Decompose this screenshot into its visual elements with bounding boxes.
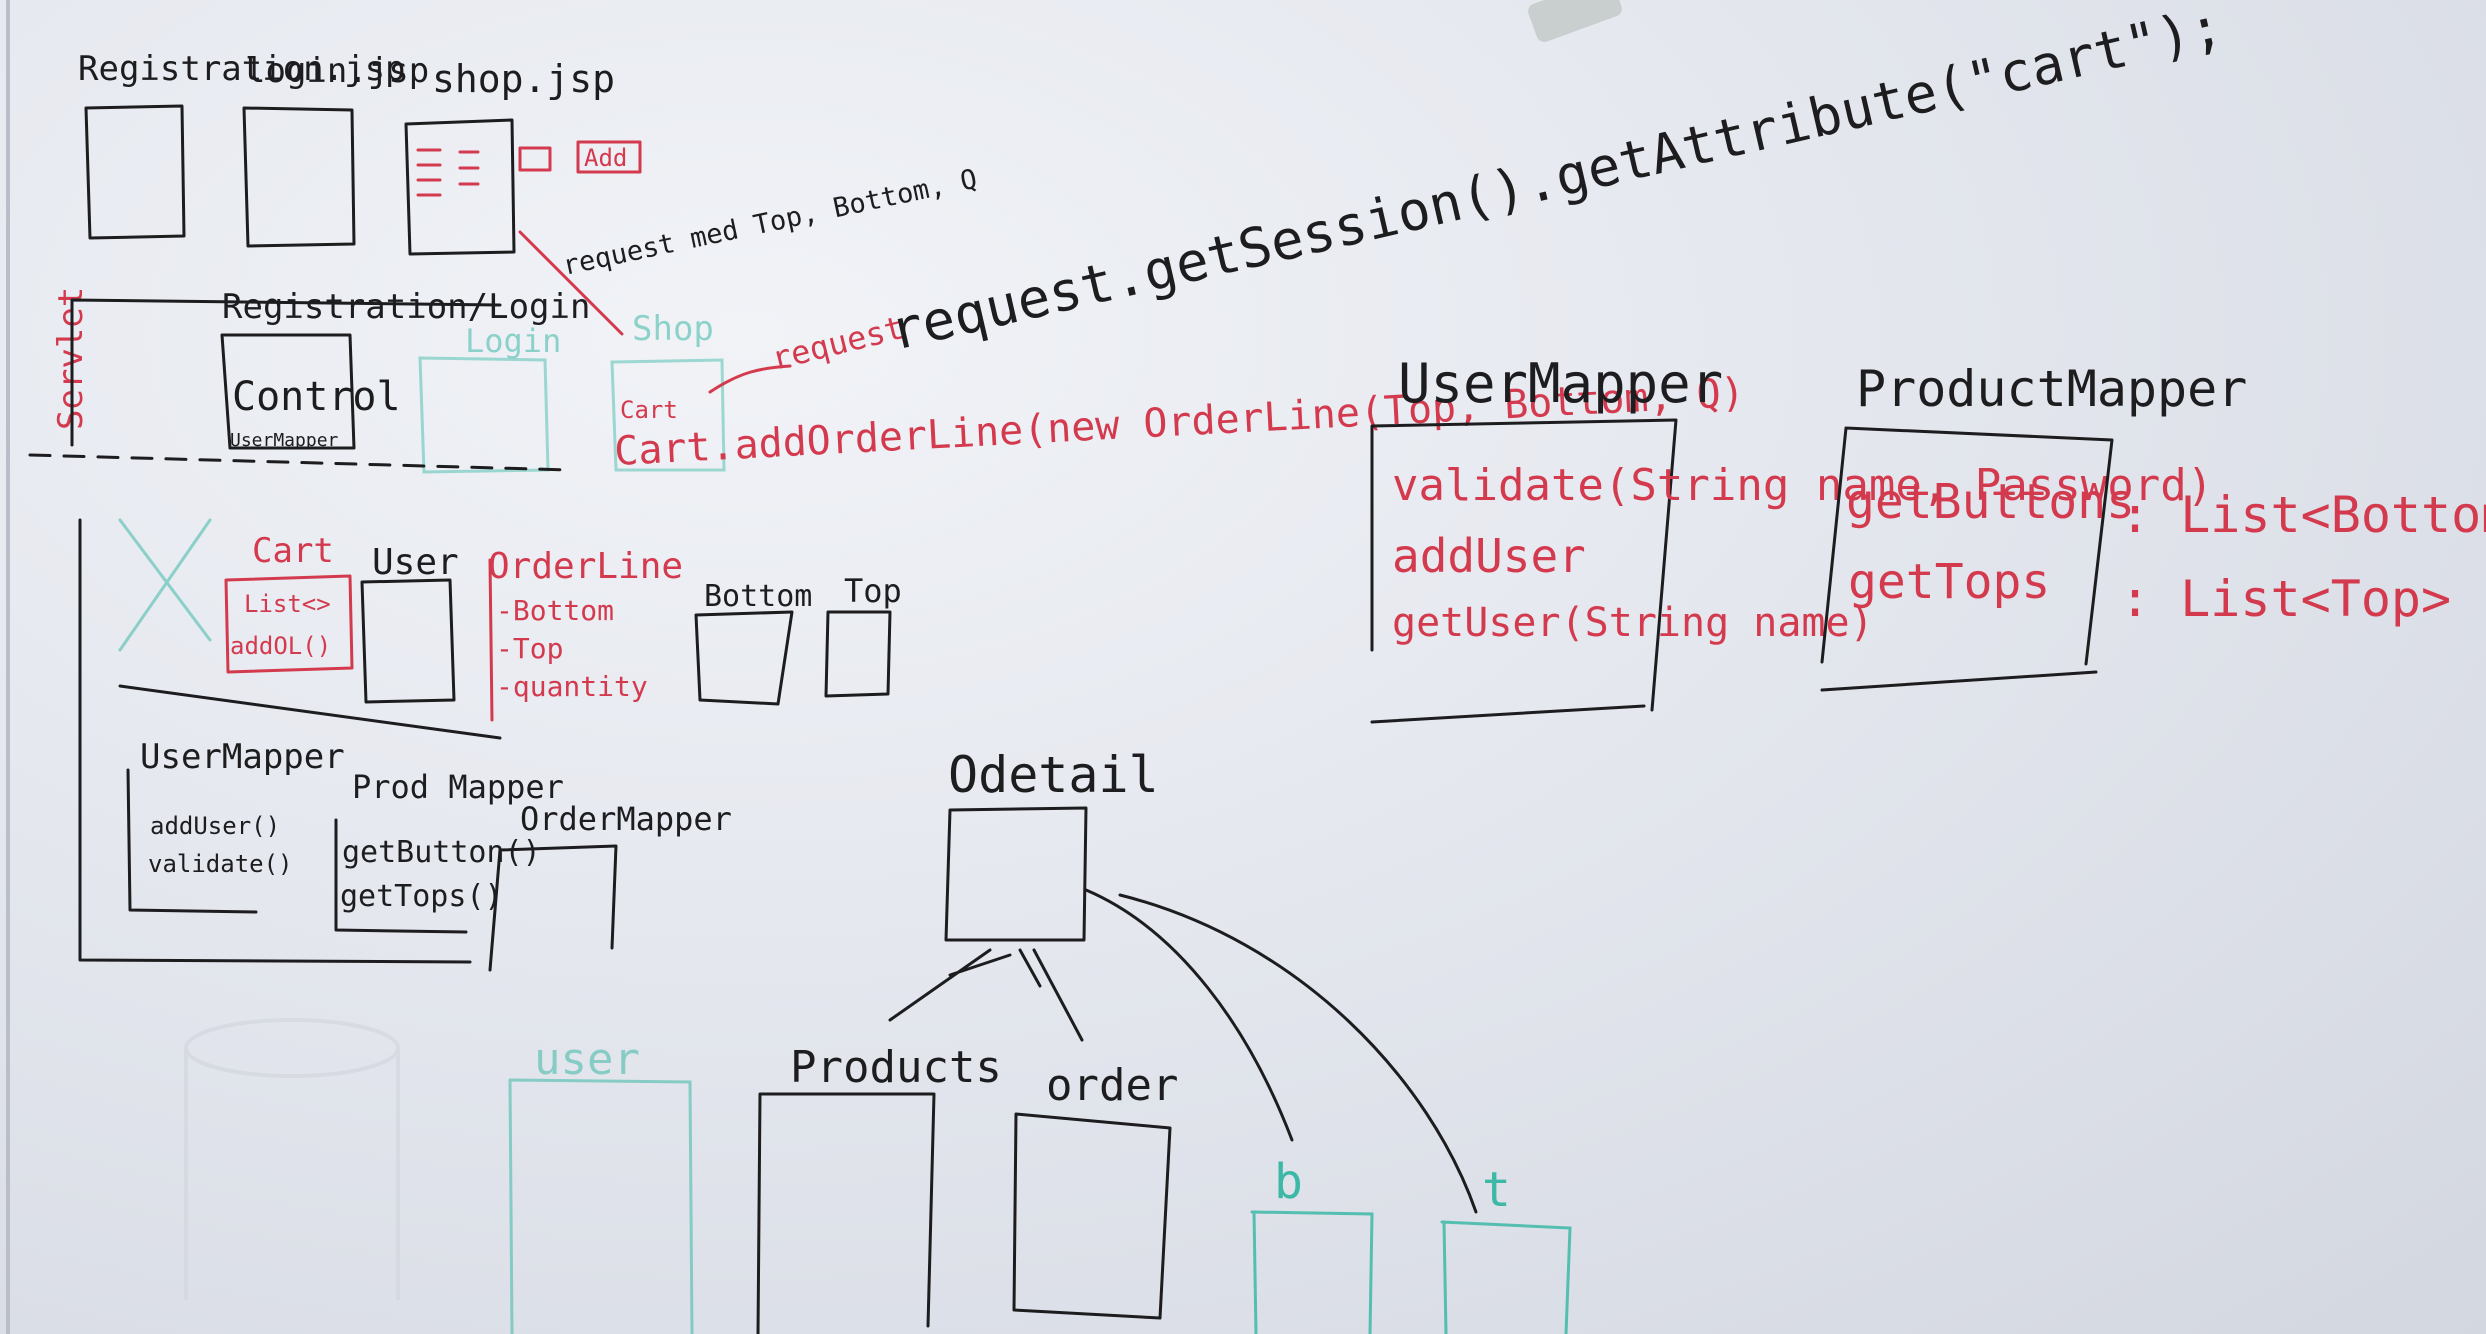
orderline-box-edge [488,558,494,722]
usermapper-validate: validate(String name, Password) [1392,460,2213,511]
bottom-entity-label: Bottom [704,579,812,614]
crossed-out-entity [118,518,212,652]
shop-add-button-sketch [576,140,642,174]
productmapper-return-top: : List<Top> [2120,570,2451,628]
login-servlet-box [418,356,550,474]
control-box [220,333,356,450]
bottom-entity-box [694,610,794,706]
productmapper-box [1820,426,2114,692]
cart-list-field: List<> [244,590,331,618]
shop-cart-note: Cart [620,396,678,424]
mapper-usermapper-adduser: addUser() [150,812,280,840]
mapper-usermapper-label: UserMapper [140,737,345,777]
db-products-label: Products [790,1042,1002,1093]
mapper-prodmapper-label: Prod Mapper [352,768,564,806]
db-t-box [1440,1220,1572,1334]
jsp-login-box [242,106,356,248]
entity-layer-frame [78,518,472,964]
db-order-box [1012,1112,1172,1320]
jsp-registration-label: Registration.jsp [78,49,406,89]
top-entity-box [824,610,892,698]
user-entity-box [360,578,456,704]
mapper-usermapper-box [126,768,258,914]
request-arrow [518,230,624,336]
mapper-prodmapper-box [334,818,468,934]
db-products-box [756,1092,936,1334]
eraser [1528,0,1622,42]
control-usermapper-note: UserMapper [230,430,339,451]
usermapper-title: UserMapper [1398,352,1723,415]
cart-entity-label: Cart [252,531,334,571]
mapper-prodmapper-getbutton: getButton() [342,835,541,870]
mapper-prodmapper-gettops: getTops() [340,879,503,914]
orderline-field-quantity: -quantity [496,670,648,703]
shop-add-label: Add [584,144,627,172]
shop-servlet-label: Shop [632,309,714,349]
db-odetail-label: Odetail [948,746,1159,804]
database-cylinder [184,1018,400,1300]
productmapper-getbuttons: getButtons [1846,474,2135,530]
db-order-label: order [1046,1060,1178,1111]
control-label: Control [232,374,401,420]
usermapper-adduser: addUser [1392,529,1586,583]
orderline-field-bottom: -Bottom [496,594,614,627]
layer-divider-1 [28,453,572,472]
orderline-field-top: -Top [496,632,563,665]
productmapper-gettops: getTops [1848,554,2050,610]
db-odetail-box [944,806,1088,942]
db-t-label: t [1482,1162,1511,1218]
login-servlet-label: Login [465,322,561,360]
db-odetail-to-t [1118,893,1478,1214]
productmapper-return-bottom: : List<Bottom> [2120,486,2486,544]
jsp-login-label: login.jsp [245,51,429,91]
cart-add-method: addOL() [230,632,331,660]
request-note: request med Top, Bottom, Q [560,164,980,282]
jsp-shop-box [404,118,516,256]
mapper-ordermapper-box [488,844,618,972]
db-odetail-to-b [1084,888,1294,1142]
jsp-registration-box [84,104,186,240]
db-user-label: user [534,1034,640,1085]
shop-list-marks [416,148,480,197]
usermapper-getuser: getUser(String name) [1392,600,1874,646]
servlet-registration-login: Registration/Login [222,287,590,327]
servlet-frame [70,298,502,447]
db-user-box [508,1078,694,1334]
mapper-usermapper-validate: validate() [148,850,293,878]
db-odetail-links [888,948,1084,1042]
usermapper-box [1370,418,1678,724]
orderline-entity-label: OrderLine [488,546,683,587]
user-entity-label: User [372,542,459,583]
db-b-box [1250,1210,1374,1334]
cart-entity-box [224,574,354,674]
layer-divider-2 [118,684,502,740]
jsp-shop-label: shop.jsp [432,57,615,101]
db-b-label: b [1274,1154,1303,1210]
shop-quantity-box [518,146,552,172]
cart-connector [708,364,792,394]
code-get-session: request.getSession().getAttribute("cart"… [884,0,2229,363]
shop-servlet-box [610,358,726,472]
productmapper-title: ProductMapper [1856,360,2247,418]
top-entity-label: Top [844,572,902,610]
mapper-ordermapper-label: OrderMapper [520,800,732,838]
